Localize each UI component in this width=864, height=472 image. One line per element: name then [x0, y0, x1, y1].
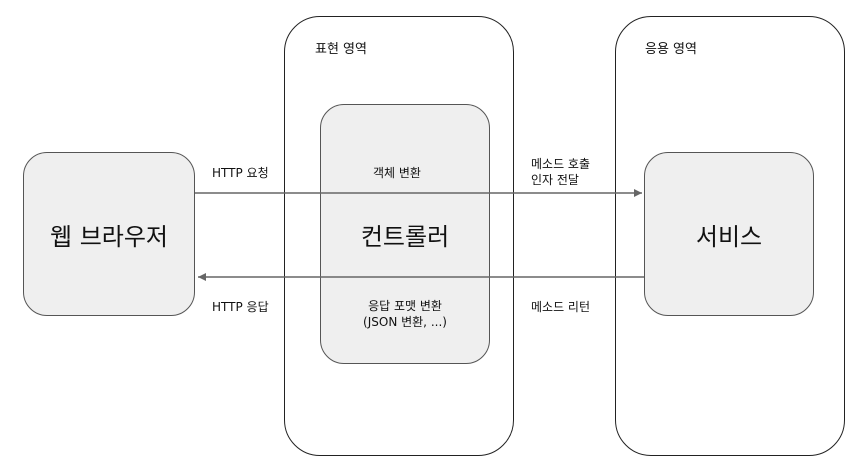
- controller-label: 컨트롤러: [360, 222, 450, 251]
- application-region-label: 응용 영역: [645, 42, 697, 57]
- http-request-label: HTTP 요청: [212, 166, 269, 180]
- controller-node: 컨트롤러: [320, 104, 490, 364]
- method-call-line2: 인자 전달: [531, 173, 579, 187]
- method-call-line1: 메소드 호출: [531, 157, 591, 171]
- browser-node: 웹 브라우저: [23, 152, 195, 316]
- response-format-line1: 응답 포맷 변환: [368, 299, 442, 313]
- object-conversion-label: 객체 변환: [373, 166, 421, 180]
- browser-label: 웹 브라우저: [49, 222, 169, 251]
- response-format-line2: (JSON 변환, ...): [363, 315, 447, 329]
- method-return-label: 메소드 리턴: [531, 300, 591, 314]
- presentation-region-label: 표현 영역: [315, 42, 367, 57]
- method-call-label: 메소드 호출 인자 전달: [531, 156, 590, 188]
- response-format-label: 응답 포맷 변환 (JSON 변환, ...): [340, 298, 470, 330]
- service-label: 서비스: [695, 222, 763, 251]
- http-response-label: HTTP 응답: [212, 300, 269, 314]
- service-node: 서비스: [644, 152, 814, 316]
